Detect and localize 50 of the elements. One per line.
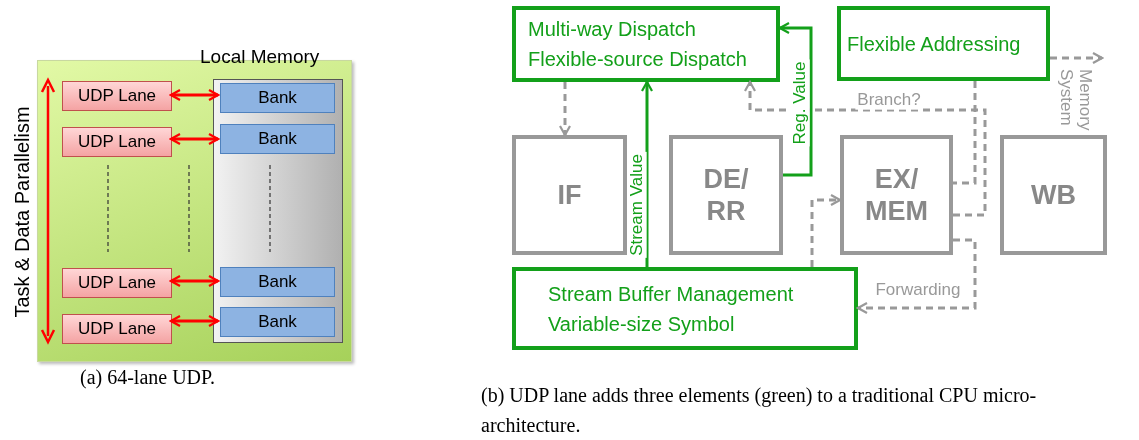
edge-label: Branch? bbox=[855, 90, 923, 110]
pipeline-stage-box bbox=[512, 135, 627, 255]
dashed-arrow bbox=[558, 82, 572, 137]
lane-box bbox=[62, 268, 172, 298]
edge-label: Forwarding bbox=[873, 280, 963, 300]
dashed-arrow bbox=[810, 193, 842, 267]
figure-caption: (b) UDP lane adds three elements (green) to a traditional CPU micro-architecture. bbox=[481, 383, 1038, 438]
feature-text: Flexible Addressing bbox=[846, 31, 1022, 57]
feature-text: Stream Buffer Management bbox=[547, 281, 795, 307]
feature-text: Variable-size Symbol bbox=[547, 311, 736, 337]
lane-box bbox=[62, 81, 172, 111]
pipeline-stage-box bbox=[669, 135, 783, 255]
box-label: Bank bbox=[258, 272, 297, 292]
pipeline-stage-box bbox=[1000, 135, 1107, 255]
box-label: Bank bbox=[258, 312, 297, 332]
box-label: UDP Lane bbox=[77, 86, 157, 106]
arrow bbox=[169, 88, 220, 102]
box-label: Bank bbox=[258, 129, 297, 149]
box-label: UDP Lane bbox=[77, 132, 157, 152]
stage-label: WB bbox=[1030, 178, 1077, 212]
bank-box bbox=[220, 267, 335, 297]
arrow bbox=[169, 314, 220, 328]
added-element-box bbox=[512, 267, 858, 350]
edge-label: Memory System bbox=[1056, 68, 1094, 133]
lane-box bbox=[62, 127, 172, 157]
dashed-arrow bbox=[743, 80, 987, 217]
stage-label: DE/ RR bbox=[702, 162, 750, 228]
added-element-box bbox=[512, 6, 780, 82]
box-label: UDP Lane bbox=[77, 273, 157, 293]
dashed-arrow bbox=[1050, 51, 1104, 65]
arrow bbox=[169, 274, 220, 288]
box-label: Bank bbox=[258, 88, 297, 108]
feature-text: Multi-way Dispatch bbox=[527, 17, 697, 42]
block-heading: Local Memory bbox=[200, 46, 320, 68]
lane-box bbox=[62, 314, 172, 344]
bank-box bbox=[220, 124, 335, 154]
arrow bbox=[640, 80, 654, 267]
stage-label: IF bbox=[556, 178, 583, 212]
bank-box bbox=[220, 83, 335, 113]
arrow bbox=[169, 132, 220, 146]
edge-label: Reg. Value bbox=[790, 59, 810, 147]
figure-caption: (a) 64-lane UDP. bbox=[80, 366, 216, 389]
axis-label: Task & Data Parallelism bbox=[10, 106, 34, 318]
bank-box bbox=[220, 307, 335, 337]
added-element-box bbox=[837, 6, 1050, 81]
pipeline-stage-box bbox=[840, 135, 953, 255]
feature-text: Flexible-source Dispatch bbox=[527, 47, 748, 72]
edge-label: Stream Value bbox=[627, 152, 647, 258]
box-label: UDP Lane bbox=[77, 319, 157, 339]
stage-label: EX/ MEM bbox=[864, 162, 929, 228]
